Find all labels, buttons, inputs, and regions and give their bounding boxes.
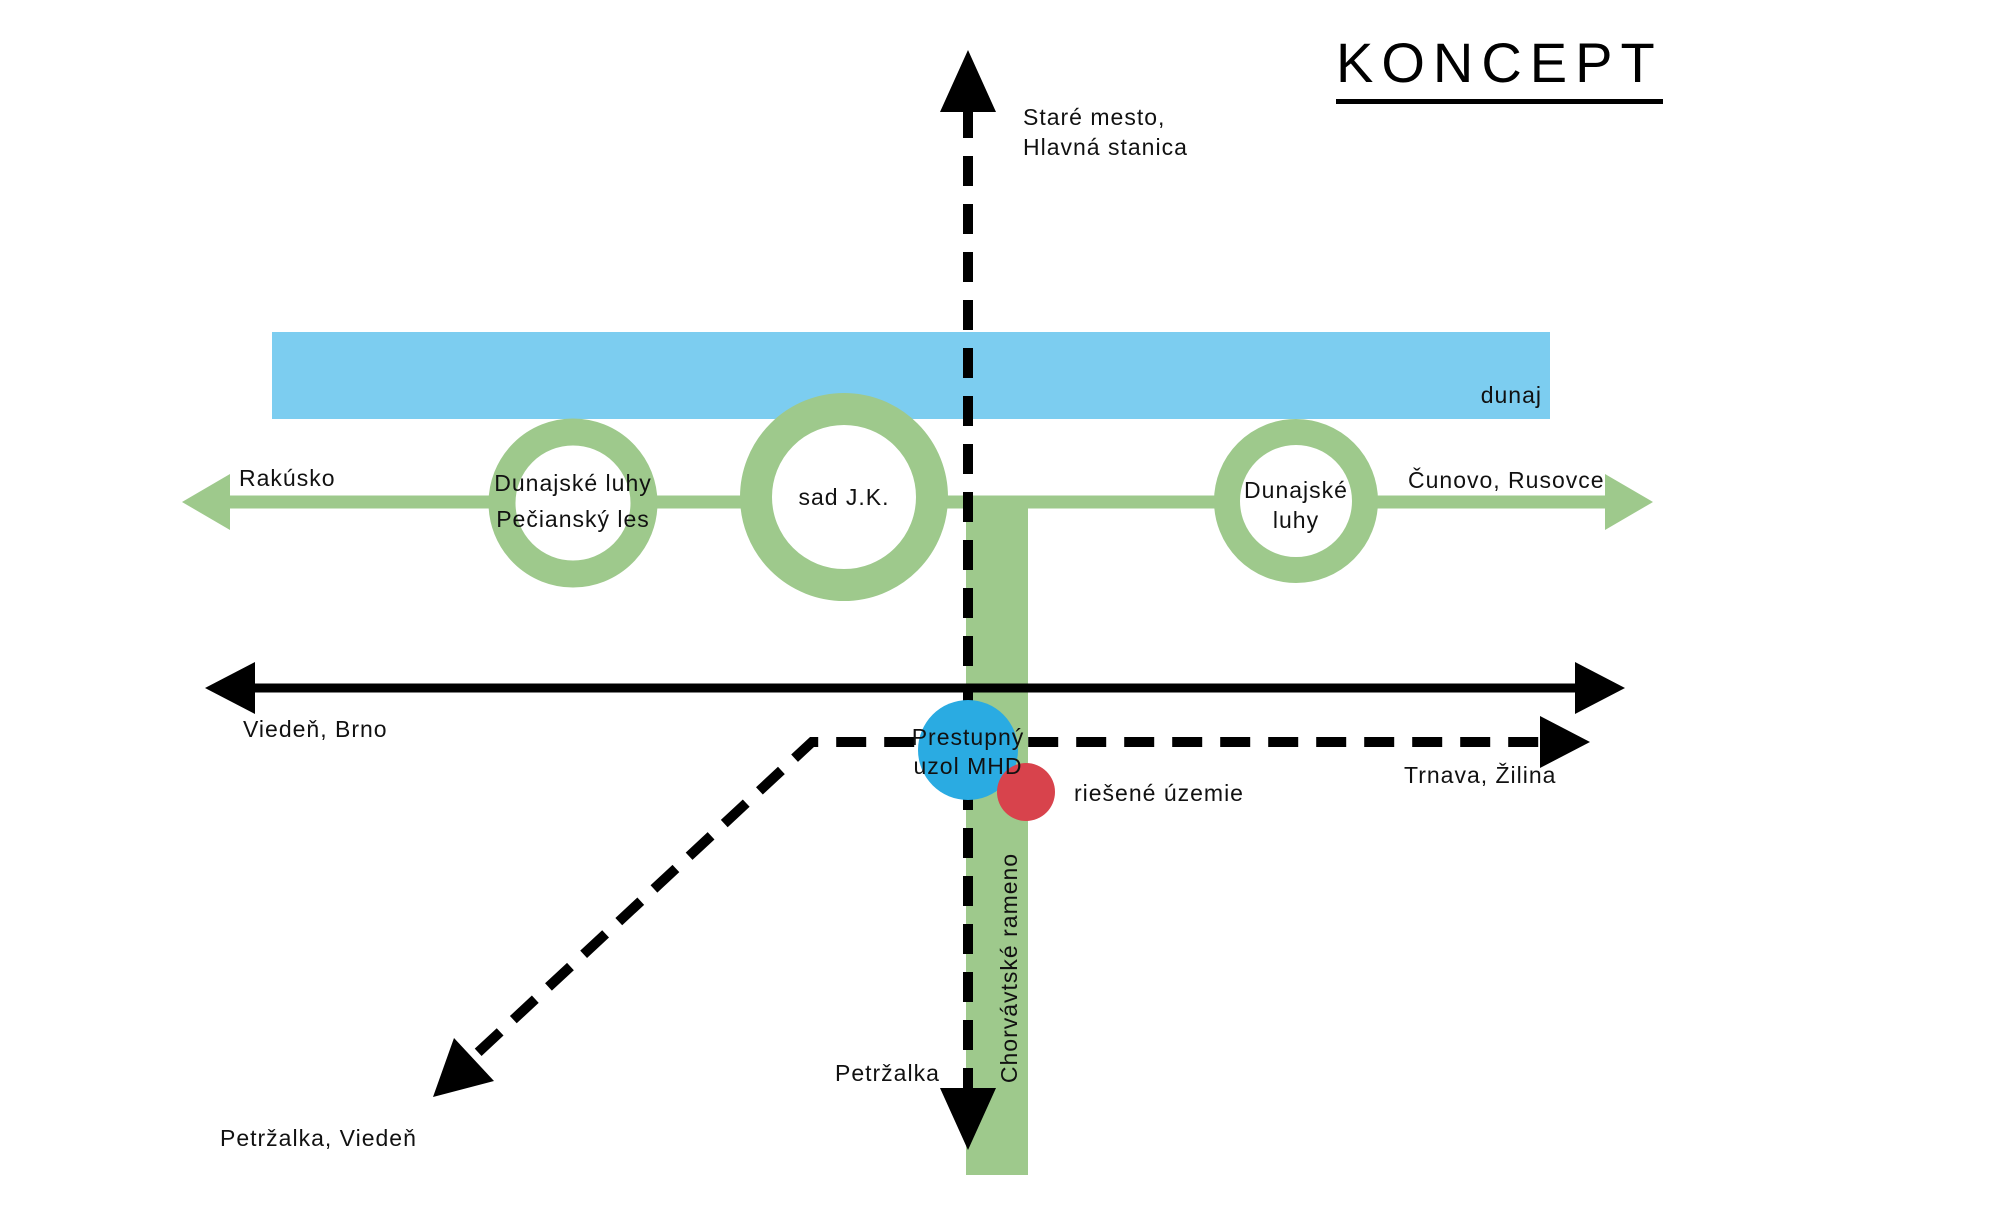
label-trnava-zilina: Trnava, Žilina [1404, 762, 1557, 788]
ring-dunajske-luhy-east [1214, 419, 1378, 583]
label-dunajske-luhy-east-line1: Dunajské [1244, 477, 1348, 503]
ring-sad-jk [740, 393, 948, 601]
label-dunajske-luhy-east-line2: luhy [1272, 507, 1320, 533]
ring-dunajske-luhy-west [488, 418, 658, 588]
transit-axis-branch-line [439, 737, 1570, 1089]
chorvatske-rameno-band [966, 497, 1028, 1175]
page-title: KONCEPT [1336, 30, 1663, 104]
label-stare-mesto-line1: Staré mesto, [1023, 104, 1166, 130]
transit-branch-arrowhead-sw-icon [433, 1038, 494, 1097]
label-petrzalka: Petržalka [835, 1060, 940, 1086]
label-rakusko: Rakúsko [239, 465, 336, 491]
label-cunovo-rusovce: Čunovo, Rusovce [1408, 467, 1605, 493]
green-axis-arrowhead-left-icon [182, 474, 230, 530]
label-prestupny-uzol-line1: Prestupný [911, 724, 1025, 750]
solved-area-circle [997, 763, 1055, 821]
label-vieden-brno: Viedeň, Brno [243, 716, 388, 742]
transit-axis-arrowhead-bottom-icon [940, 1088, 996, 1150]
road-axis-arrowhead-right-icon [1575, 662, 1625, 714]
transfer-node-circle [918, 700, 1018, 800]
label-dunajske-luhy-west-line1: Dunajské luhy [494, 470, 652, 496]
label-sad-jk: sad J.K. [798, 484, 890, 510]
road-axis-arrowhead-left-icon [205, 662, 255, 714]
label-chorvatske-rameno: Chorvávtské rameno [996, 852, 1023, 1084]
label-dunaj: dunaj [1480, 382, 1542, 408]
label-dunajske-luhy-west-line2: Pečianský les [496, 506, 650, 532]
transit-axis-arrowhead-top-icon [940, 50, 996, 112]
label-petrzalka-vieden: Petržalka, Viedeň [220, 1125, 417, 1151]
label-stare-mesto-line2: Hlavná stanica [1023, 134, 1188, 160]
green-axis-arrowhead-right-icon [1605, 474, 1653, 530]
label-prestupny-uzol-line2: uzol MHD [913, 753, 1023, 779]
label-riesene-uzemie: riešené územie [1074, 780, 1244, 806]
dunaj-river-band [272, 332, 1550, 419]
transit-branch-arrowhead-east-icon [1540, 716, 1590, 768]
